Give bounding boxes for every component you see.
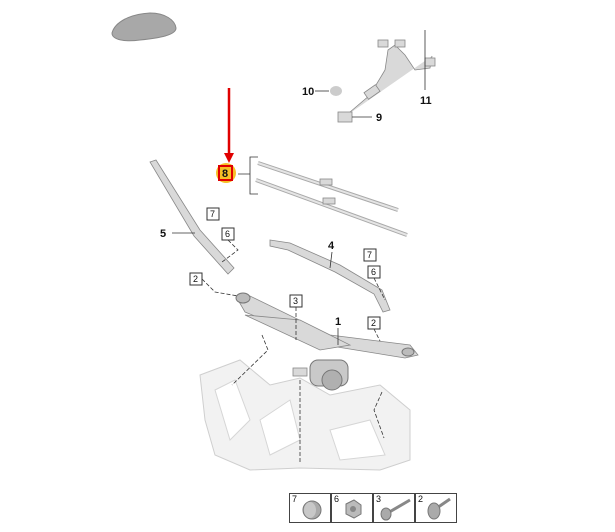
callout-6b[interactable]: 6 — [371, 267, 376, 277]
red-arrow-icon — [224, 88, 234, 163]
callout-8[interactable]: 8 — [222, 168, 228, 180]
bolt-icon — [380, 498, 411, 521]
legend-item-6-nut[interactable]: 6 — [331, 493, 373, 523]
callout-3[interactable]: 3 — [293, 296, 298, 306]
callout-5[interactable]: 5 — [160, 228, 166, 240]
callout-2[interactable]: 2 — [193, 274, 198, 284]
selected-callout-box — [218, 165, 233, 181]
legend-number: 6 — [334, 494, 340, 504]
callout-6[interactable]: 6 — [225, 229, 230, 239]
legend-number: 2 — [418, 494, 424, 504]
vehicle-thumbnail-icon[interactable] — [111, 12, 177, 42]
callout-4[interactable]: 4 — [328, 240, 335, 252]
nut-icon — [345, 499, 362, 519]
callout-7b[interactable]: 7 — [367, 250, 372, 260]
callout-1[interactable]: 1 — [335, 316, 341, 328]
washer-hose-assembly[interactable] — [337, 39, 436, 123]
legend-number: 3 — [376, 494, 382, 504]
legend-number: 7 — [292, 494, 298, 504]
wiper-arm-part-5[interactable] — [149, 159, 235, 275]
wiper-motor[interactable] — [292, 359, 349, 391]
callout-11[interactable]: 11 — [420, 95, 432, 107]
cap-icon — [302, 500, 322, 520]
wiper-arm-part-4[interactable] — [269, 239, 391, 313]
callout-9[interactable]: 9 — [376, 112, 382, 124]
legend-item-7-cap[interactable]: 7 — [289, 493, 331, 523]
callout-7[interactable]: 7 — [210, 209, 215, 219]
bolt-with-washer-icon — [427, 497, 451, 520]
legend-item-2-bolt-washer[interactable]: 2 — [415, 493, 457, 523]
wiper-linkage-part-1[interactable] — [235, 292, 419, 359]
grommet-part-10[interactable] — [330, 86, 342, 96]
callout-2b[interactable]: 2 — [371, 318, 376, 328]
wiper-blades-part-8[interactable] — [255, 161, 408, 237]
callout-10[interactable]: 10 — [302, 86, 314, 98]
legend-item-3-bolt[interactable]: 3 — [373, 493, 415, 523]
